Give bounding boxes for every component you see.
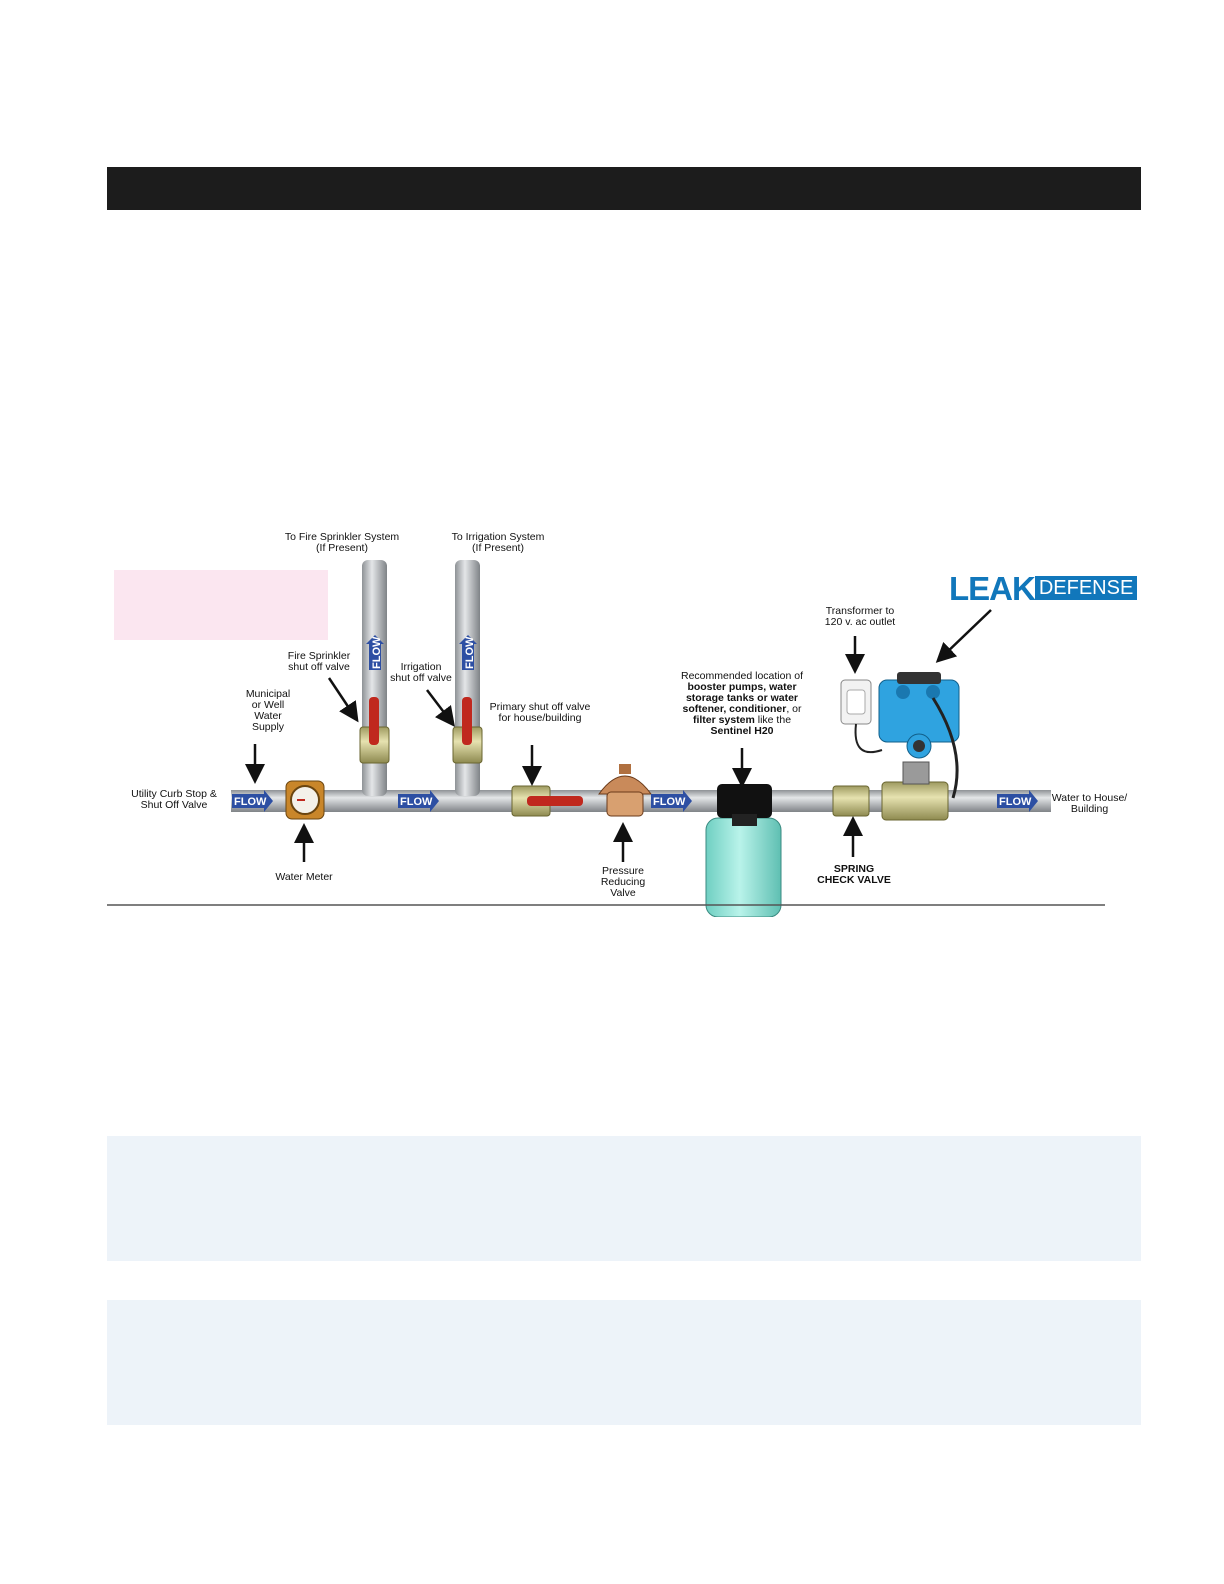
spring-check-valve (832, 785, 870, 817)
flow-label-vertical-1: FLOW (371, 636, 383, 669)
flow-label-1: FLOW (234, 796, 267, 808)
info-box-2 (107, 1300, 1141, 1425)
primary-shutoff-valve (511, 785, 583, 817)
flow-arrow-2: FLOW (398, 790, 439, 812)
flow-arrow-4: FLOW (997, 790, 1038, 812)
label-fire-system: To Fire Sprinkler System(If Present) (284, 531, 400, 554)
arrow-fire-valve (327, 677, 359, 723)
flow-label-3: FLOW (653, 796, 686, 808)
leak-defense-logo: LEAK DEFENSE (949, 570, 1138, 607)
tank-control-head (717, 784, 772, 818)
water-tank (705, 817, 782, 917)
transformer-plug (840, 679, 872, 725)
flow-arrow-vertical-2: FLOW (459, 635, 477, 670)
flow-label-vertical-2: FLOW (464, 636, 476, 669)
logo-leak-text: LEAK (949, 570, 1036, 607)
arrow-leak-defense (935, 609, 992, 663)
actuator-wire (931, 697, 959, 799)
header-bar (107, 167, 1141, 210)
label-irrigation-system: To Irrigation System(If Present) (451, 531, 545, 554)
pink-note-box (114, 570, 328, 640)
leak-defense-actuator (878, 672, 960, 759)
flow-label-2: FLOW (400, 796, 433, 808)
label-curb-stop: Utility Curb Stop &Shut Off Valve (131, 788, 217, 811)
irrigation-valve (452, 697, 483, 764)
flow-arrow-3: FLOW (651, 790, 692, 812)
flow-arrow-1: FLOW (232, 790, 273, 812)
pressure-reducing-valve (598, 764, 652, 817)
plumbing-diagram: FLOW FLOW FLOW FLOW FLOW FLOW (107, 522, 1141, 917)
info-box-1 (107, 1136, 1141, 1261)
fire-sprinkler-valve (359, 697, 390, 764)
label-water-to-house: Water to House/Building (1051, 792, 1128, 815)
diagram-graphics: FLOW FLOW FLOW FLOW FLOW FLOW (107, 560, 1105, 917)
arrow-irrigation-valve (426, 689, 456, 727)
water-meter (285, 780, 325, 820)
logo-defense-text: DEFENSE (1034, 576, 1138, 600)
label-recommended-location: Recommended location of booster pumps, w… (681, 670, 803, 737)
transformer-wire (854, 723, 883, 754)
label-water-meter: Water Meter (275, 871, 333, 883)
flow-label-4: FLOW (999, 796, 1032, 808)
flow-arrow-vertical-1: FLOW (366, 635, 384, 670)
leak-defense-valve-body (881, 761, 949, 821)
